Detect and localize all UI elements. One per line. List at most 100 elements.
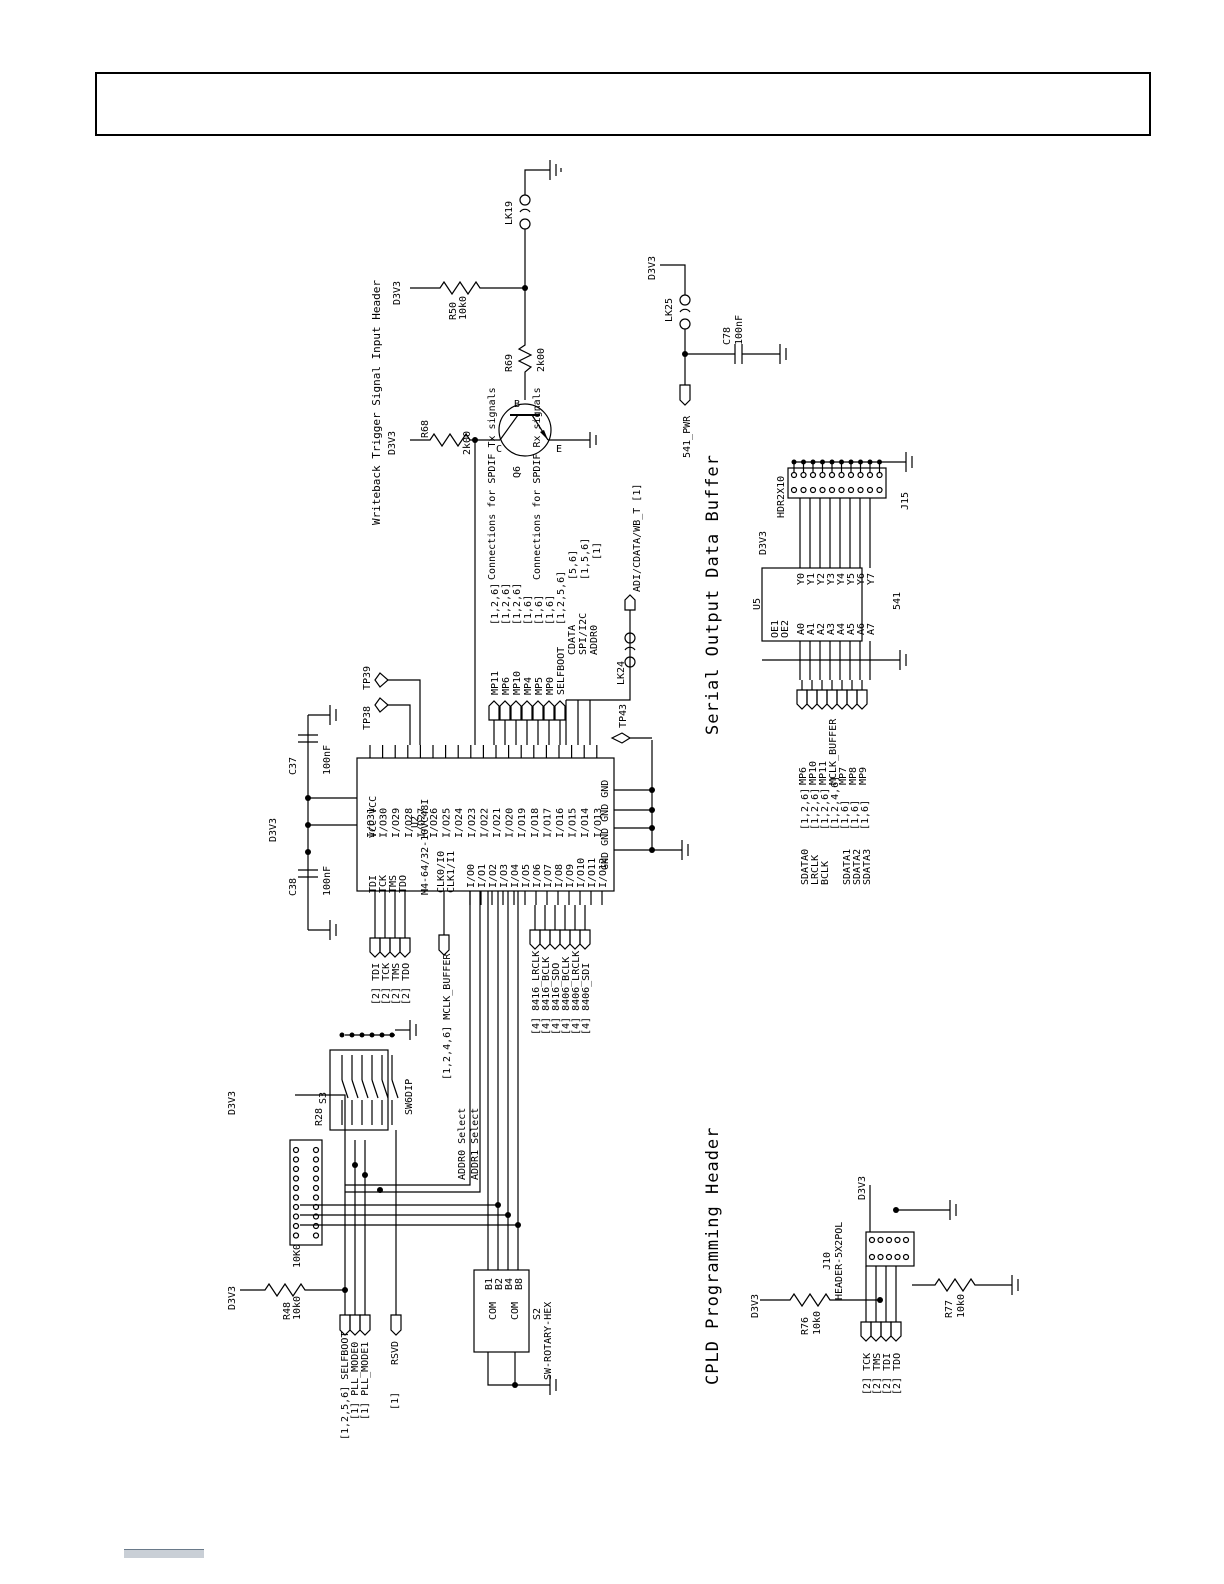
u2-io-pin-label: I/O1 xyxy=(477,864,488,888)
net-port xyxy=(510,700,522,721)
u2-io-pin-label: I/O28 xyxy=(404,808,415,838)
svg-text:TP43: TP43 xyxy=(618,704,629,728)
u5-input-label: A4 xyxy=(836,623,847,635)
svg-text:CLK0/I0: CLK0/I0 xyxy=(436,851,447,893)
jtag-net-group: [2] TDI[2] TCK[2] TMS[2] TDO xyxy=(369,891,412,1005)
j15-pin xyxy=(790,471,798,479)
s3-node xyxy=(339,1032,345,1038)
mp-net-ref: [1,2,6] xyxy=(501,583,512,625)
u2-io-pin-label: I/O31 xyxy=(366,808,377,838)
u2-io-pin-label: I/O22 xyxy=(479,808,490,838)
s3-contact xyxy=(391,1079,399,1099)
net-port xyxy=(399,937,411,958)
j15-pin xyxy=(800,471,807,479)
svg-text:M4-64/32-10VC48I: M4-64/32-10VC48I xyxy=(420,799,431,895)
serial-net-label: SDATA2 xyxy=(852,849,863,885)
svg-text:OE1: OE1 xyxy=(770,620,781,638)
r69-resistor: R69 2k00 xyxy=(504,335,547,400)
j15-pin xyxy=(876,471,883,479)
net-port xyxy=(488,700,500,721)
net-port xyxy=(796,689,808,710)
svg-text:ADDR1 Select: ADDR1 Select xyxy=(470,1108,481,1180)
spdif-net-group: [4] 8416_LRCLK[4] 8416_BCLK[4] 8416_SDO[… xyxy=(529,905,592,1035)
title-block xyxy=(95,72,1151,136)
svg-text:R50: R50 xyxy=(448,302,459,320)
page-marker xyxy=(124,1549,204,1558)
u2-io-pin-label: I/O16 xyxy=(555,808,566,838)
u2-io-pin-label: I/O5 xyxy=(521,864,532,888)
serial-net-label: LRCLK xyxy=(810,855,821,885)
u5-input-label: A2 xyxy=(816,623,827,635)
u5-output-label: Y2 xyxy=(816,573,827,585)
u5-input-label: A7 xyxy=(866,623,877,635)
net-port xyxy=(816,689,828,710)
svg-text:[1,2,5,6] SELFBOOT: [1,2,5,6] SELFBOOT xyxy=(340,1332,351,1440)
j15-pin xyxy=(838,471,845,479)
u5-input-label: A0 xyxy=(796,623,807,635)
buffer-net-label: MP9 xyxy=(858,767,869,785)
u2-io-pin-label: I/O29 xyxy=(391,808,402,838)
svg-text:[1]: [1] xyxy=(592,542,603,560)
svg-text:R68: R68 xyxy=(420,420,431,438)
jtag-net-label: [2] TCK xyxy=(381,963,392,1005)
r68-resistor: D3V3 R68 2k00 xyxy=(387,420,500,745)
j10-header: D3V3 J10 HEADER-5X2POL xyxy=(822,1176,957,1300)
jtag-net-label: [2] TDI xyxy=(371,963,382,1005)
u2-io-pin-label: I/O21 xyxy=(492,808,503,838)
mp-net-label: MP10 xyxy=(512,671,523,695)
svg-text:U5: U5 xyxy=(752,598,763,610)
u2-io-pin-label: I/O19 xyxy=(517,808,528,838)
mp-net-label: MP11 xyxy=(490,671,501,695)
net-port xyxy=(369,937,381,958)
net-port xyxy=(543,700,555,721)
serial-buffer-title: Serial Output Data Buffer xyxy=(703,454,723,735)
j15-pin xyxy=(866,471,874,479)
svg-text:[5,6]: [5,6] xyxy=(568,550,579,580)
s3-contact xyxy=(341,1079,349,1099)
u5-buffer: U5 541 OE1 OE2 A0Y0A1Y1A2Y2A3Y3A4Y4A5Y5A… xyxy=(752,498,907,680)
svg-text:VCC VCC: VCC VCC xyxy=(368,796,379,838)
svg-text:D3V3: D3V3 xyxy=(387,431,398,455)
lk19-link: LK19 xyxy=(504,160,562,335)
svg-text:GND GND GND GND: GND GND GND GND xyxy=(600,780,611,870)
s3-contact xyxy=(381,1079,389,1099)
svg-text:J15: J15 xyxy=(900,492,911,510)
u2-io-pin-label: I/O25 xyxy=(442,808,453,838)
svg-text:R48: R48 xyxy=(282,1302,293,1320)
svg-text:D3V3: D3V3 xyxy=(392,281,403,305)
serial-net-label: SDATA0 xyxy=(800,849,811,885)
svg-text:SPI/I2C: SPI/I2C xyxy=(578,613,589,655)
s3-dip-switch: S3 SW6DIP R28 xyxy=(314,1020,417,1131)
net-port xyxy=(554,700,566,721)
svg-text:10k0: 10k0 xyxy=(458,296,469,320)
r28-resistor-pack: D3V3 10K0 xyxy=(227,1091,346,1268)
svg-text:R77: R77 xyxy=(944,1300,955,1318)
svg-text:TDO: TDO xyxy=(398,875,409,893)
svg-text:D3V3: D3V3 xyxy=(857,1176,868,1200)
svg-text:ADDR0: ADDR0 xyxy=(589,625,600,655)
j15-pin xyxy=(876,486,883,494)
svg-text:100nF: 100nF xyxy=(322,866,333,896)
svg-text:SW-ROTARY-HEX: SW-ROTARY-HEX xyxy=(543,1302,554,1380)
net-port xyxy=(549,929,561,950)
j15-pin xyxy=(866,486,874,494)
u2-io-pin-label: I/O4 xyxy=(510,864,521,888)
svg-text:[1,2,4,6] MCLK_BUFFER: [1,2,4,6] MCLK_BUFFER xyxy=(442,953,453,1080)
svg-text:Q6: Q6 xyxy=(512,466,523,478)
j10-pin xyxy=(894,1236,901,1244)
u2-io-pin-label: I/O17 xyxy=(542,808,553,838)
u2-io-pin-label: I/O20 xyxy=(505,808,516,838)
serial-net-ref: [1,2,6] xyxy=(810,788,821,830)
net-port xyxy=(379,937,391,958)
u2-io-pin-label: I/O7 xyxy=(543,864,554,888)
svg-text:100nF: 100nF xyxy=(734,315,745,345)
serial-net-label: SDATA1 xyxy=(842,849,853,885)
svg-text:RSVD: RSVD xyxy=(390,1341,401,1365)
writeback-title: Writeback Trigger Signal Input Header xyxy=(370,280,383,525)
svg-text:TCK: TCK xyxy=(378,875,389,893)
mp-net-ref: [1,6] xyxy=(534,595,545,625)
r28-pin xyxy=(312,1165,320,1173)
u5-input-label: A1 xyxy=(806,623,817,635)
svg-text:Connections for SPDIF Tx signa: Connections for SPDIF Tx signals xyxy=(487,387,498,580)
